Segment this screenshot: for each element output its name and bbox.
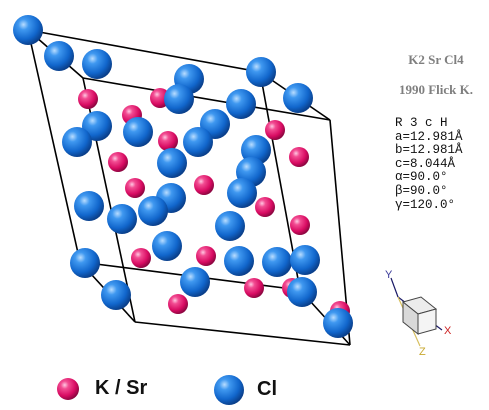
cl-atom [13, 15, 43, 45]
k-sr-atom [244, 278, 264, 298]
k-sr-atom [158, 131, 178, 151]
axis-label-x: X [444, 325, 452, 337]
k-sr-atom [290, 215, 310, 235]
gizmo-box-side [417, 308, 437, 335]
k-sr-atom [289, 147, 309, 167]
cl-atom [283, 83, 313, 113]
cl-atom [82, 49, 112, 79]
cl-atom [157, 148, 187, 178]
cell-param-c: c=8.044Å [395, 156, 456, 171]
k-sr-atom [108, 152, 128, 172]
k-sr-legend-marker [57, 378, 79, 400]
cl-atom [246, 57, 276, 87]
cell-edge [134, 321, 351, 346]
cl-atom [287, 277, 317, 307]
k-sr-atom [194, 175, 214, 195]
axis-label-y: Y [385, 269, 393, 281]
atoms [13, 15, 353, 338]
cl-atom [152, 231, 182, 261]
k-sr-atom [125, 178, 145, 198]
cl-atom [82, 111, 112, 141]
k-sr-atom [196, 246, 216, 266]
cl-atom [70, 248, 100, 278]
k-sr-atom [168, 294, 188, 314]
k-sr-atom [131, 248, 151, 268]
k-sr-atom [255, 197, 275, 217]
cl-atom [180, 267, 210, 297]
legend-label-cl: Cl [257, 378, 277, 400]
cl-atom [226, 89, 256, 119]
k-sr-atom [78, 89, 98, 109]
legend-label-k-sr: K / Sr [95, 377, 148, 399]
cell-param-beta: β=90.0° [395, 183, 448, 198]
axis-label-z: Z [419, 346, 426, 358]
axis-orientation-gizmo[interactable]: Y X Z [385, 269, 452, 358]
cell-param-alpha: α=90.0° [395, 170, 448, 185]
structure-reference: 1990 Flick K. [398, 82, 474, 97]
cl-atom [138, 196, 168, 226]
cl-atom [62, 127, 92, 157]
cell-edge [82, 77, 331, 121]
cl-atom [290, 245, 320, 275]
cell-edge [27, 29, 261, 73]
cl-atom [107, 204, 137, 234]
cell-param-a: a=12.981Å [395, 129, 463, 144]
k-sr-atom [265, 120, 285, 140]
cell-param-gamma: γ=120.0° [395, 197, 456, 212]
cl-atom [74, 191, 104, 221]
structure-formula: K2 Sr Cl4 [408, 52, 464, 67]
space-group: R 3 c H [395, 116, 448, 130]
cl-atom [224, 246, 254, 276]
cl-atom [215, 211, 245, 241]
cell-param-b: b=12.981Å [395, 143, 463, 158]
cl-atom [227, 178, 257, 208]
cl-legend-marker [214, 375, 244, 405]
y-axis-line [390, 277, 399, 298]
cl-atom [262, 247, 292, 277]
cl-atom [101, 280, 131, 310]
cl-atom [164, 84, 194, 114]
cl-atom [44, 41, 74, 71]
cl-atom [123, 117, 153, 147]
cl-atom [183, 127, 213, 157]
cl-atom [323, 308, 353, 338]
cell-parameters-panel: R 3 c H a=12.981Å b=12.981Å c=8.044Å α=9… [395, 116, 463, 212]
cell-edge [27, 29, 81, 263]
